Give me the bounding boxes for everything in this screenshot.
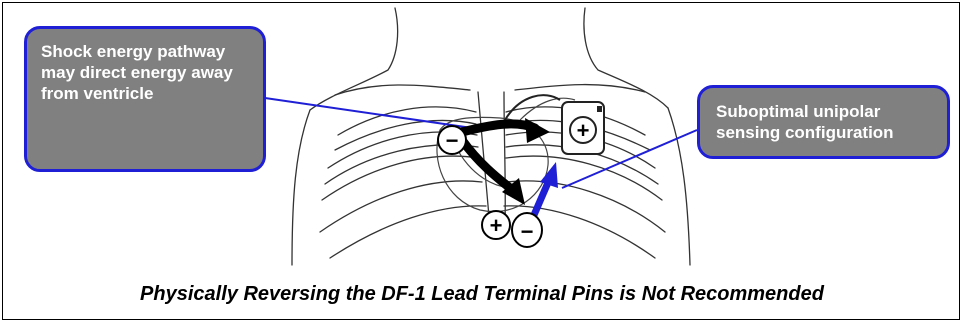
sensing-arrow — [534, 162, 558, 215]
sensing-config-callout: Suboptimal unipolar sensing configuratio… — [697, 85, 950, 159]
left-leader-line — [265, 98, 472, 128]
electrode-plus-lower: + — [482, 211, 510, 239]
minus-symbol: − — [446, 128, 459, 153]
minus-symbol: − — [521, 219, 534, 244]
electrode-minus-upper: − — [438, 126, 466, 154]
plus-symbol: + — [577, 118, 590, 143]
device-plus: + — [577, 118, 590, 143]
shock-pathway-callout: Shock energy pathway may direct energy a… — [24, 26, 266, 172]
plus-symbol: + — [490, 213, 503, 238]
heart-sketch — [437, 98, 575, 211]
electrode-minus-lower: − — [512, 213, 542, 247]
figure-caption: Physically Reversing the DF-1 Lead Termi… — [0, 283, 964, 306]
